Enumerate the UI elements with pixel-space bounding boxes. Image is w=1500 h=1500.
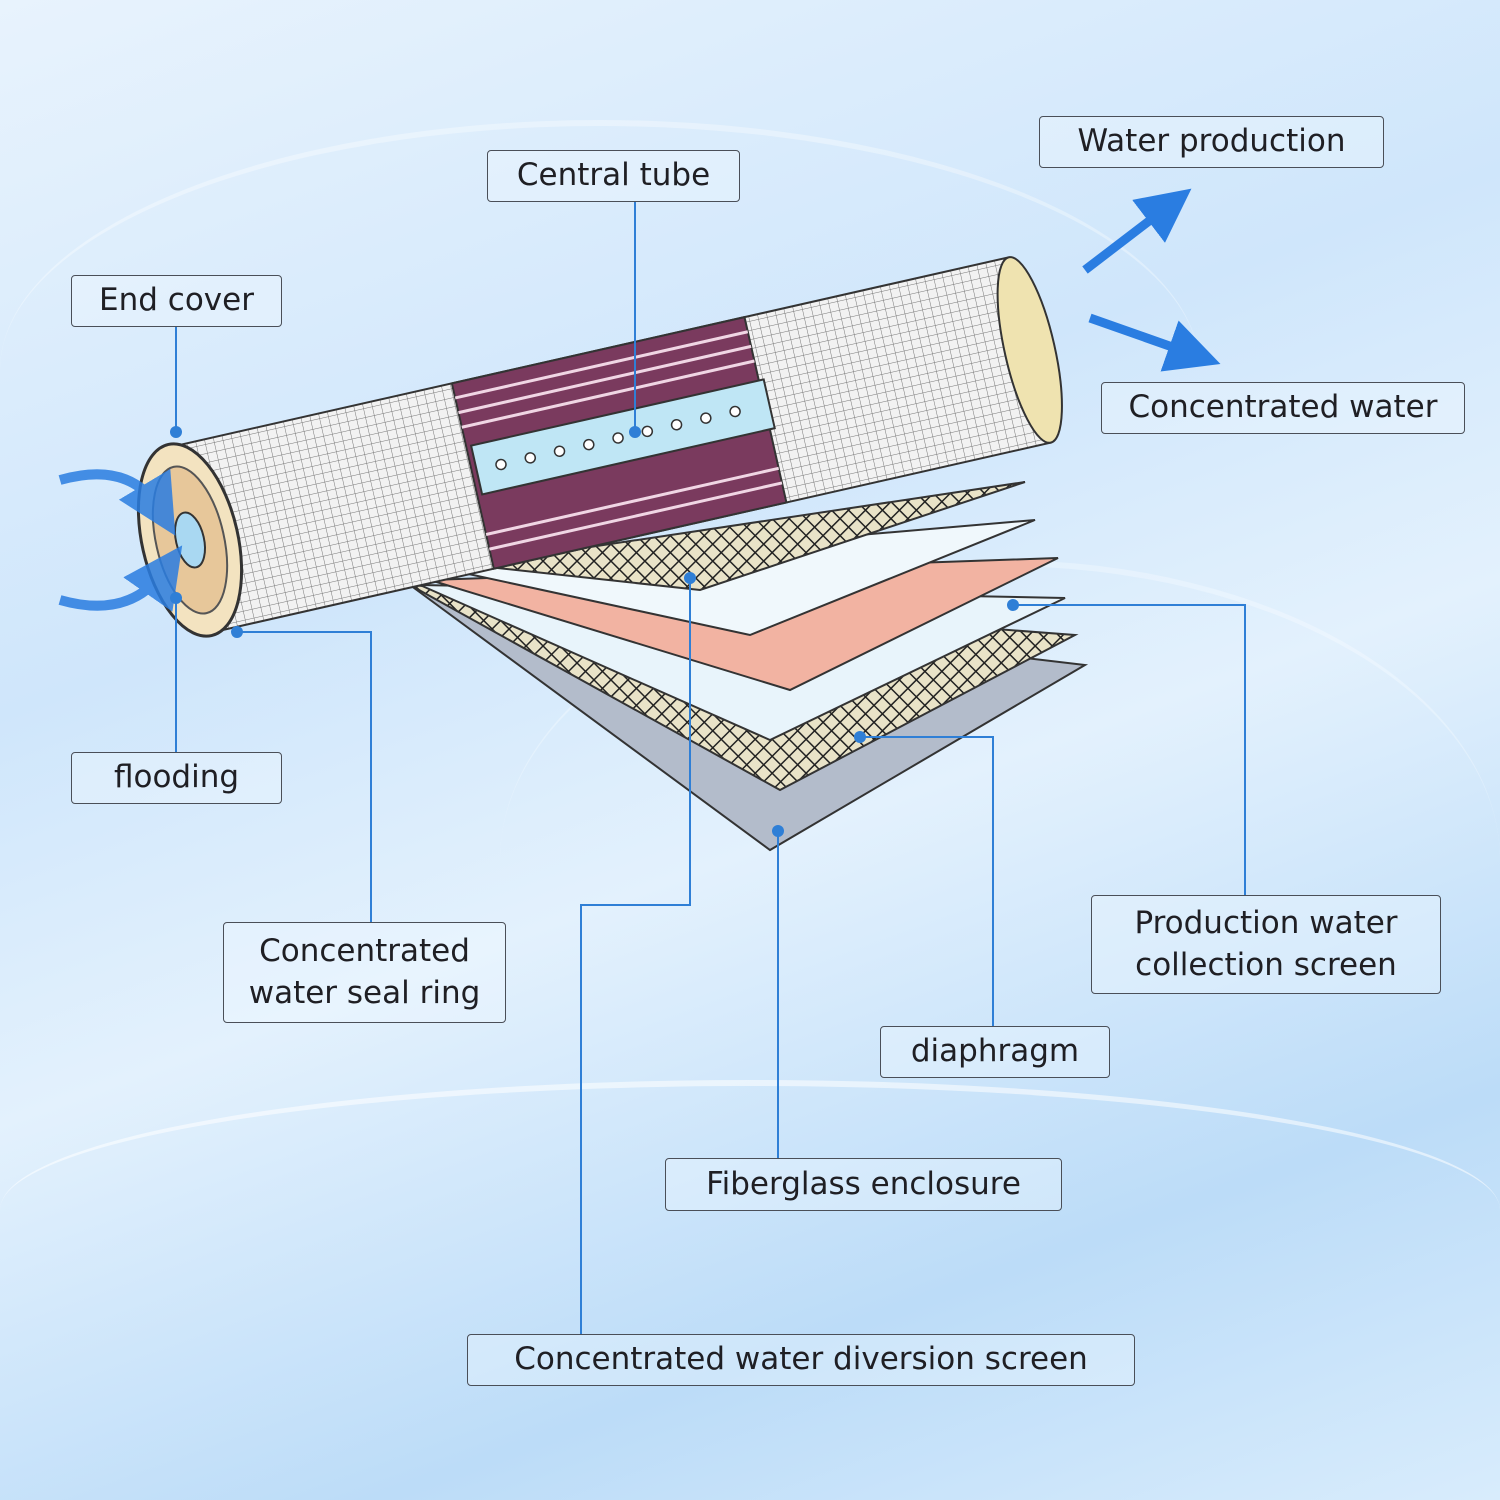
background-wave xyxy=(0,120,1200,620)
label-text: Concentrated water diversion screen xyxy=(514,1341,1088,1378)
label-water-production: Water production xyxy=(1039,116,1384,168)
label-text: Production water xyxy=(1134,904,1398,941)
far-end-ring xyxy=(996,256,1063,444)
label-fiberglass-enclosure: Fiberglass enclosure xyxy=(665,1158,1062,1211)
label-text: diaphragm xyxy=(910,1033,1080,1070)
inflow-arrow-icon xyxy=(58,468,176,536)
label-text: water seal ring xyxy=(248,974,481,1011)
water-production-arrow-icon xyxy=(1082,188,1192,274)
label-seal-ring: Concentrated water seal ring xyxy=(223,922,506,1023)
label-text: Fiberglass enclosure xyxy=(706,1165,1021,1202)
diversion-screen-layer xyxy=(469,481,1026,592)
inflow-arrow-icon xyxy=(58,545,183,612)
label-diversion-screen: Concentrated water diversion screen xyxy=(467,1334,1135,1386)
label-flooding: flooding xyxy=(71,752,282,804)
label-text: Central tube xyxy=(516,157,711,194)
label-text: Water production xyxy=(1077,123,1346,160)
label-text: flooding xyxy=(113,759,240,796)
label-central-tube: Central tube xyxy=(487,150,740,202)
label-concentrated-water: Concentrated water xyxy=(1101,382,1465,434)
label-text: Concentrated water xyxy=(1128,389,1438,426)
leader-lines xyxy=(175,202,1246,1334)
concentrated-water-arrow-icon xyxy=(1088,313,1221,372)
label-text: End cover xyxy=(99,282,254,319)
label-text: Concentrated xyxy=(259,932,470,969)
label-end-cover: End cover xyxy=(71,275,282,327)
label-diaphragm: diaphragm xyxy=(880,1026,1110,1078)
label-text: collection screen xyxy=(1135,946,1397,983)
label-collection-screen: Production water collection screen xyxy=(1091,895,1441,994)
leader-dots xyxy=(170,426,1019,837)
